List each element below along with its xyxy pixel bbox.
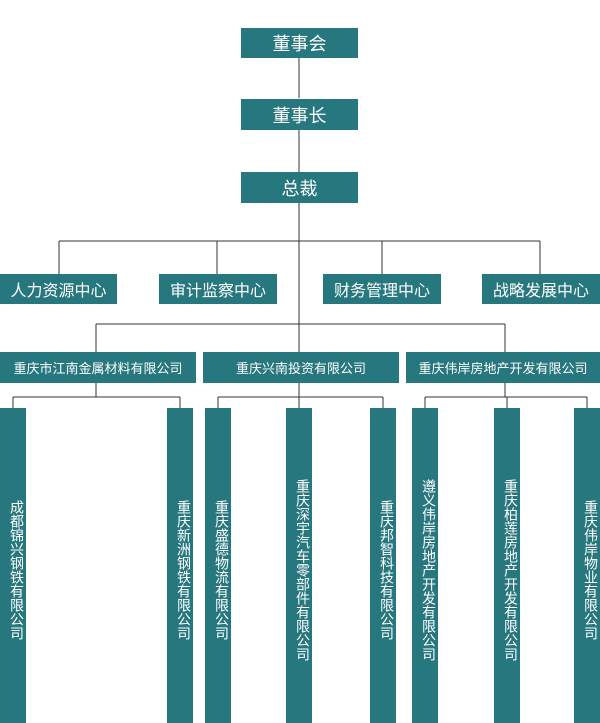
center-node-hr: 人力资源中心 [0,274,117,304]
chairman-node: 董事长 [241,99,358,130]
center-node-strategy: 战略发展中心 [482,274,600,304]
company-node-jiangnan: 重庆市江南金属材料有限公司 [0,352,196,383]
president-node: 总裁 [241,172,358,203]
subsidiary-node: 重庆柏莲房地产开发有限公司 [494,408,520,723]
center-node-audit: 审计监察中心 [159,274,277,304]
subsidiary-node: 重庆深宇汽车零部件有限公司 [286,408,312,723]
subsidiary-node: 遵义伟岸房地产开发有限公司 [412,408,438,723]
subsidiary-node: 重庆新洲钢铁有限公司 [167,408,193,723]
subsidiary-node: 重庆盛德物流有限公司 [205,408,231,723]
board-node: 董事会 [241,28,358,58]
center-node-finance: 财务管理中心 [323,274,441,304]
subsidiary-node: 重庆邦智科技有限公司 [370,408,396,723]
subsidiary-node: 成都锦兴钢铁有限公司 [0,408,26,723]
company-node-xingnan: 重庆兴南投资有限公司 [203,352,399,383]
subsidiary-node: 重庆伟岸物业有限公司 [574,408,600,723]
company-node-weian: 重庆伟岸房地产开发有限公司 [406,352,600,383]
